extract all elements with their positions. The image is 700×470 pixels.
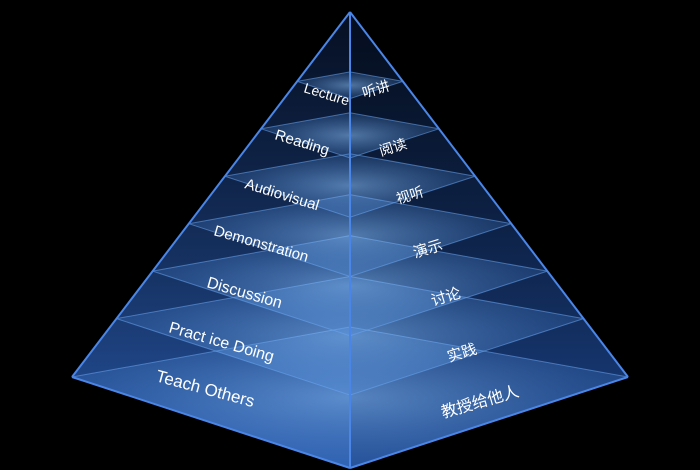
edge-base-right [349, 376, 629, 469]
layer-label-zh-1: 听讲 [360, 78, 391, 101]
layer-label-zh-3: 视听 [394, 184, 425, 207]
pyramid-edges [71, 11, 629, 469]
edge-right [349, 11, 629, 378]
edge-base-left [71, 376, 351, 469]
edge-left [71, 11, 351, 378]
